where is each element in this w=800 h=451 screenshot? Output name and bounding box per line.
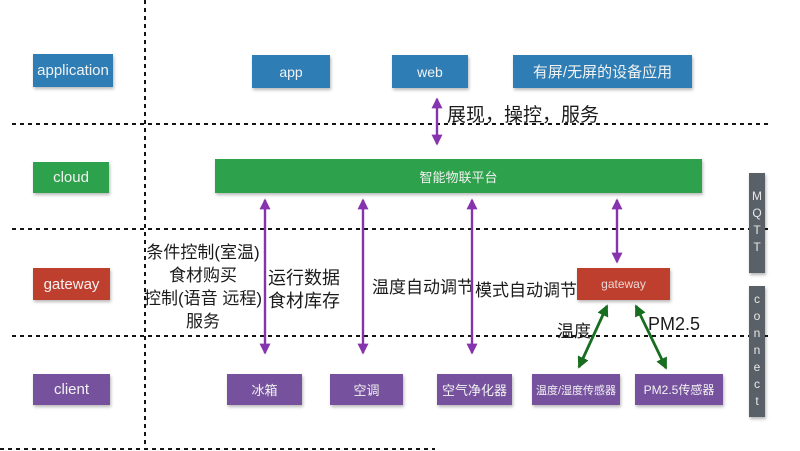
temperature-flow-label: 温度 (557, 322, 591, 341)
web-node: web (392, 55, 468, 88)
layer-label-client: client (33, 374, 110, 405)
layer-label-cloud: cloud (33, 162, 109, 193)
client-node-fridge: 冰箱 (227, 374, 302, 405)
display-flow-label: 展现，操控，服务 (447, 105, 600, 126)
client-node-purifier: 空气净化器 (437, 374, 512, 405)
gateway-node: gateway (577, 268, 670, 300)
layer-label-application: application (33, 54, 113, 87)
mqtt-protocol-tag: MQTT (749, 173, 765, 273)
separator-gateway-client (12, 335, 772, 337)
client-node-ac: 空调 (330, 374, 403, 405)
fridge-control-label: 条件控制(室温) 食材购买 控制(语音 远程) 服务 (143, 243, 263, 331)
app-node: app (252, 55, 330, 88)
connect-protocol-tag: connect (749, 286, 765, 417)
separator-bottom (0, 448, 435, 450)
device-app-node: 有屏/无屏的设备应用 (513, 55, 692, 88)
iot-platform-node: 智能物联平台 (215, 159, 702, 193)
pm25-flow-label: PM2.5 (648, 314, 701, 334)
ac-flow-label: 温度自动调节 (372, 278, 474, 297)
separator-labels-vertical (144, 0, 146, 448)
separator-cloud-gateway (12, 228, 772, 230)
fridge-data-label: 运行数据 食材库存 (268, 268, 340, 311)
client-node-temp-sensor: 温度/湿度传感器 (532, 374, 620, 405)
purifier-flow-label: 模式自动调节 (475, 281, 577, 300)
layer-label-gateway: gateway (33, 268, 110, 300)
client-node-pm25-sensor: PM2.5传感器 (635, 374, 723, 405)
separator-application-cloud (12, 123, 772, 125)
